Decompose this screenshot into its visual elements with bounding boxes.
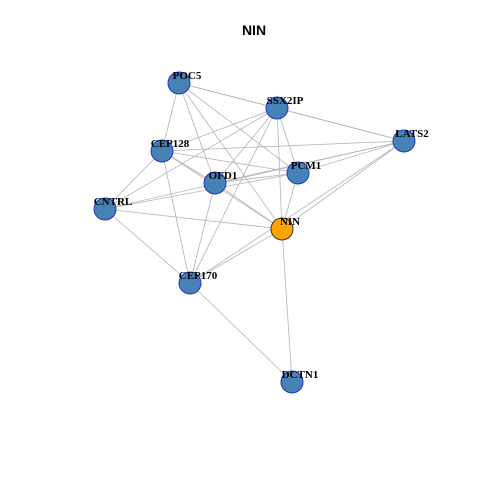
edge-lats2-cep128	[161, 140, 405, 152]
node-label-dctn1: DCTN1	[282, 369, 319, 381]
node-cep170	[178, 271, 202, 295]
node-lats2	[392, 129, 416, 153]
edge-poc5-cep128	[161, 82, 180, 152]
node-label-ssx2ip: SSX2IP	[267, 95, 304, 107]
edge-poc5-ofd1	[178, 82, 216, 184]
edge-cntrl-cep170	[104, 208, 191, 284]
edge-pcm1-ofd1	[214, 172, 299, 184]
edge-ssx2ip-ofd1	[214, 107, 278, 184]
edge-cntrl-nin	[104, 208, 283, 230]
node-cep128	[150, 139, 174, 163]
edge-pcm1-cntrl	[104, 172, 299, 210]
graph-title: NIN	[242, 22, 266, 38]
edge-ofd1-cep170	[189, 182, 216, 284]
node-dctn1	[280, 370, 304, 394]
edge-lats2-nin	[281, 140, 405, 230]
node-layer	[93, 71, 416, 394]
edge-layer	[104, 82, 405, 383]
node-label-cntrl: CNTRL	[94, 196, 133, 208]
edge-lats2-cntrl	[104, 140, 405, 210]
node-label-nin: NIN	[280, 216, 300, 228]
node-label-pcm1: PCM1	[291, 160, 322, 172]
edge-cep128-pcm1	[161, 150, 299, 174]
edge-nin-dctn1	[281, 228, 293, 383]
edge-ssx2ip-cntrl	[104, 107, 278, 210]
edge-cep128-cntrl	[104, 150, 163, 210]
edge-poc5-nin	[178, 82, 283, 230]
edge-cep170-dctn1	[189, 282, 293, 383]
node-label-cep170: CEP170	[179, 270, 218, 282]
edge-ofd1-nin	[214, 182, 283, 230]
edge-nin-cep170	[189, 228, 283, 284]
edge-lats2-pcm1	[297, 140, 405, 174]
node-cntrl	[93, 197, 117, 221]
edge-lats2-cep170	[189, 140, 405, 284]
node-ofd1	[203, 171, 227, 195]
edge-ssx2ip-lats2	[276, 107, 405, 142]
node-label-cep128: CEP128	[151, 138, 190, 150]
node-nin	[270, 217, 294, 241]
edge-ssx2ip-cep128	[161, 107, 278, 152]
node-pcm1	[286, 161, 310, 185]
node-label-ofd1: OFD1	[209, 170, 238, 182]
node-ssx2ip	[265, 96, 289, 120]
node-label-poc5: POC5	[173, 70, 202, 82]
node-label-lats2: LATS2	[395, 128, 429, 140]
node-poc5	[167, 71, 191, 95]
edge-poc5-pcm1	[178, 82, 299, 174]
